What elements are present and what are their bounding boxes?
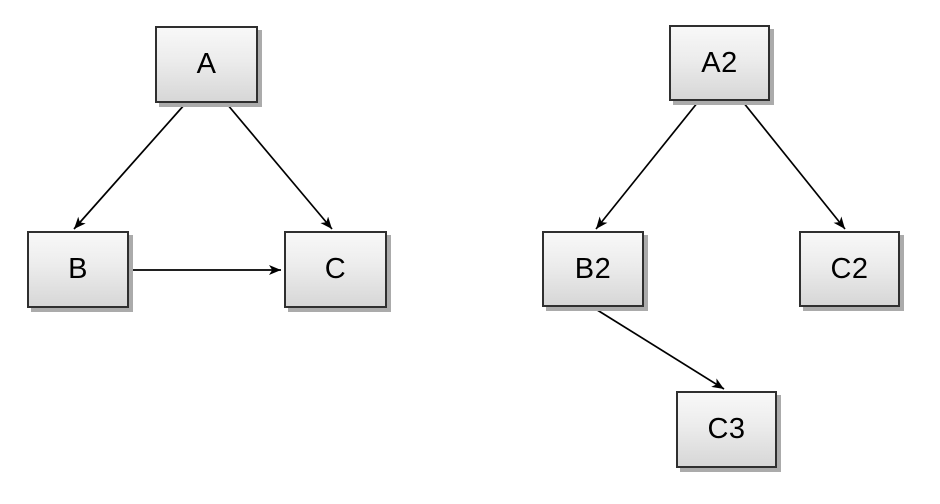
node-B2: B2 xyxy=(542,231,644,307)
node-C2: C2 xyxy=(799,231,900,307)
node-B: B xyxy=(27,231,129,308)
edge-A-C xyxy=(226,103,333,230)
node-label-A2: A2 xyxy=(701,46,738,79)
node-label-B2: B2 xyxy=(574,252,612,285)
node-label-C3: C3 xyxy=(707,413,746,445)
edge-B2-C3 xyxy=(593,307,725,390)
edge-A2-B2 xyxy=(595,101,699,230)
edge-A2-C2 xyxy=(742,101,846,230)
node-A: A xyxy=(155,26,258,103)
node-label-C2: C2 xyxy=(830,252,869,285)
edge-A-B xyxy=(73,103,186,230)
node-label-B: B xyxy=(68,253,88,285)
node-label-C: C xyxy=(324,253,347,285)
node-C3: C3 xyxy=(676,391,777,468)
node-C: C xyxy=(284,231,387,308)
node-A2: A2 xyxy=(669,25,770,101)
node-label-A: A xyxy=(196,48,217,80)
